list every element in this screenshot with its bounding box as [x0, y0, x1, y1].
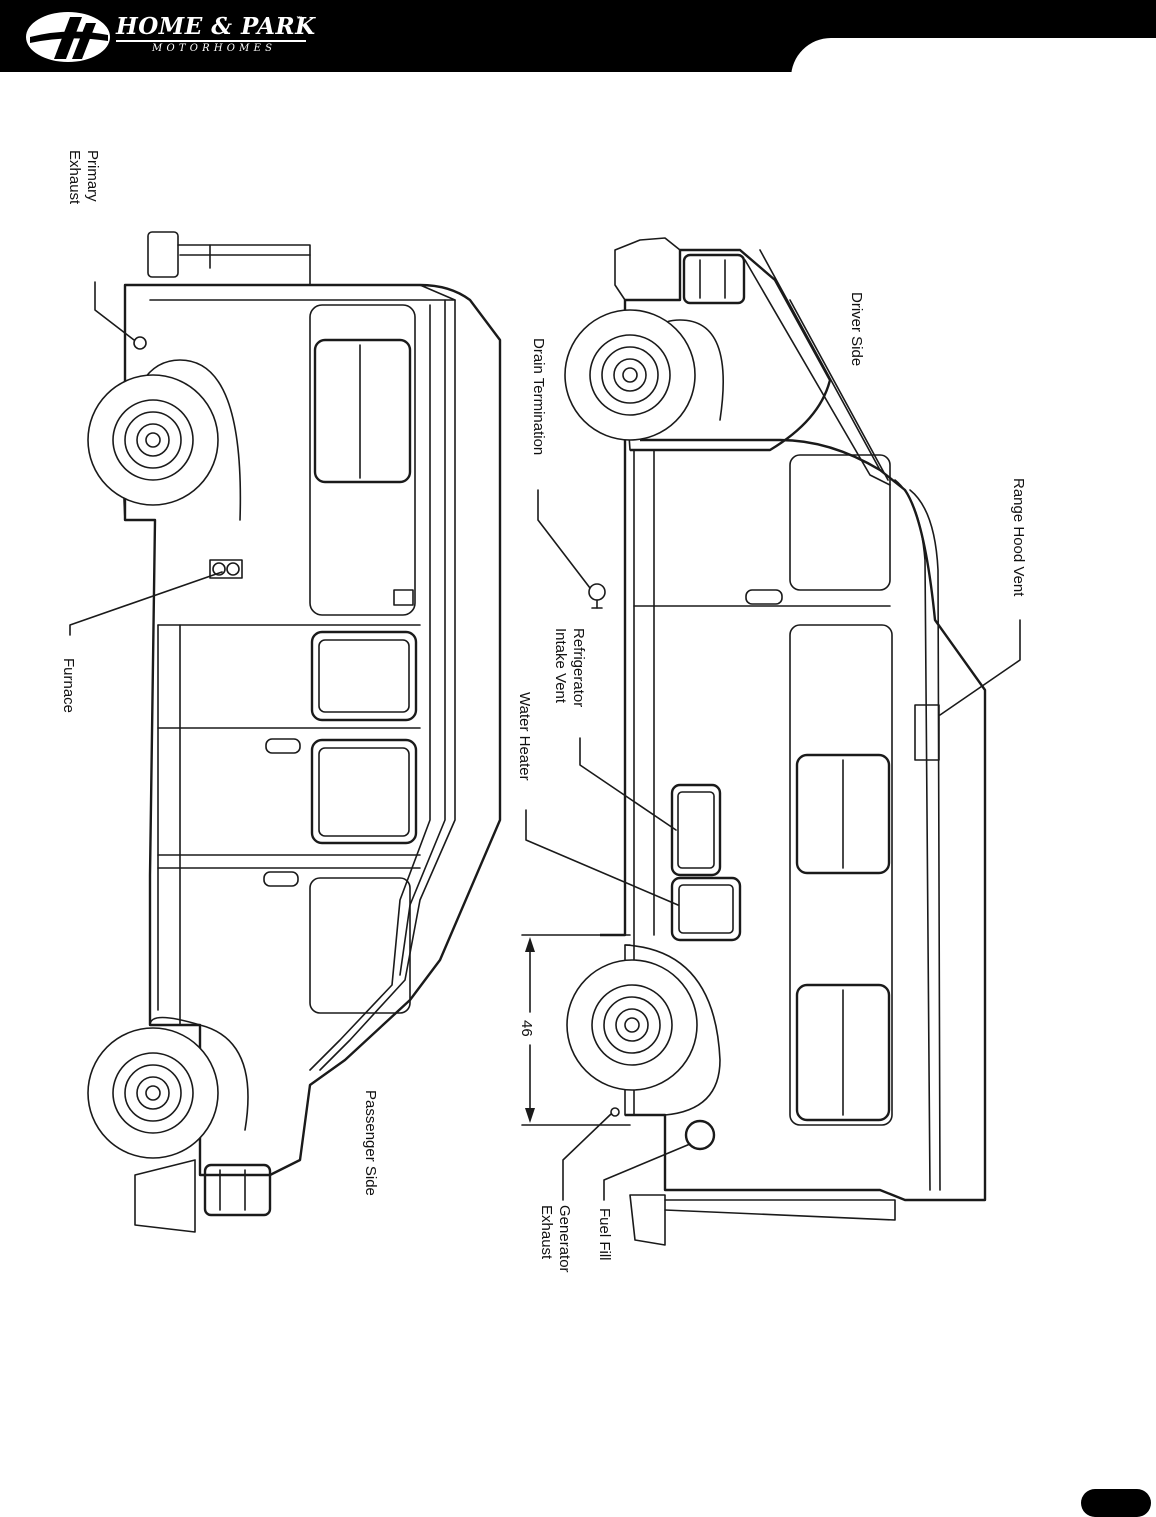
brand-name: HOME & PARK [116, 13, 316, 40]
fuel-fill-label: Fuel Fill [596, 1208, 613, 1261]
refrigerator-label-line2: Intake Vent [552, 628, 569, 704]
header-tab-cutout [791, 38, 1156, 78]
passenger-side-label: Passenger Side [362, 1090, 379, 1196]
water-heater-label: Water Heater [516, 692, 533, 781]
drain-termination-label: Drain Termination [530, 338, 547, 455]
page-number-tab [1081, 1489, 1151, 1517]
dimension-value: 46 [518, 1020, 535, 1037]
label-generator-exhaust: Generator Exhaust [538, 1113, 612, 1273]
label-fuel-fill: Fuel Fill [596, 1143, 691, 1261]
refrigerator-label-line1: Refrigerator [570, 628, 587, 707]
label-refrigerator-intake-vent: Refrigerator Intake Vent [552, 628, 677, 831]
furnace-label: Furnace [60, 658, 77, 713]
label-range-hood-vent: Range Hood Vent [939, 478, 1027, 716]
generator-exhaust-label-line1: Generator [556, 1205, 573, 1273]
label-furnace: Furnace [60, 571, 223, 713]
brand-subtitle: MOTORHOMES [152, 43, 277, 54]
brand-trademark: ™ [296, 16, 302, 22]
primary-exhaust-label-line2: Exhaust [66, 150, 83, 205]
label-primary-exhaust: Primary Exhaust [66, 150, 135, 341]
passenger-side-van [87, 231, 502, 1233]
driver-side-label: Driver Side [848, 292, 865, 366]
header-bar: HOME & PARK ™ MOTORHOMES [0, 0, 1156, 78]
dimension-46: 46 [518, 934, 631, 1126]
logo-mark-icon [26, 12, 110, 62]
label-drain-termination: Drain Termination [530, 338, 591, 589]
range-hood-vent-label: Range Hood Vent [1010, 478, 1027, 597]
label-water-heater: Water Heater [516, 692, 679, 906]
driver-side-van [564, 237, 987, 1246]
generator-exhaust-label-line2: Exhaust [538, 1205, 555, 1260]
primary-exhaust-label-line1: Primary [84, 150, 101, 202]
brand-rule [116, 40, 306, 42]
